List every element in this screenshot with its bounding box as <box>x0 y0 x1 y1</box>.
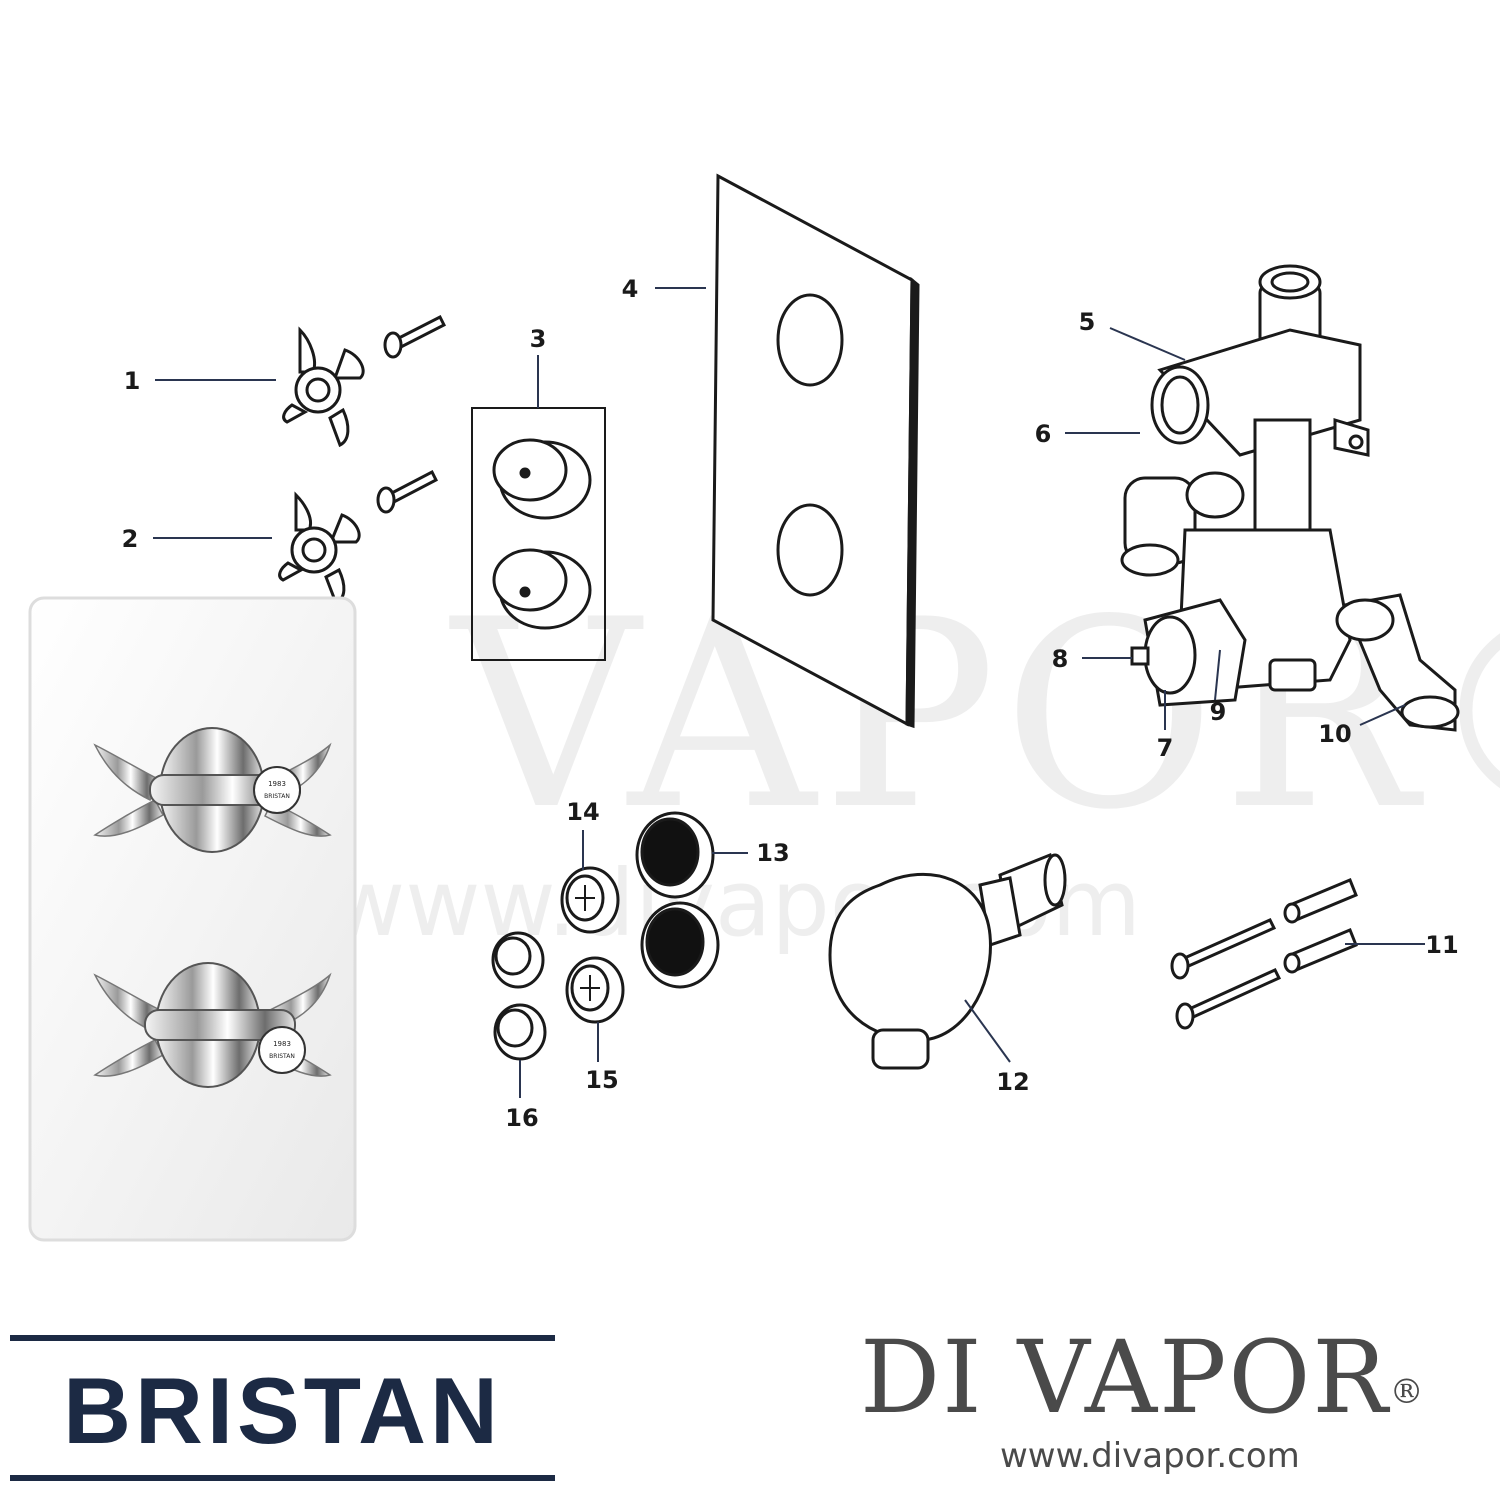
assembled-handle-lower: 1983 BRISTAN <box>93 962 332 1088</box>
part-label-16: 16 <box>505 1104 538 1132</box>
seal-13-top <box>635 811 715 899</box>
cap-bottom <box>492 548 592 630</box>
divapor-name: DI VAPOR® <box>860 1319 1426 1436</box>
thermostatic-valve-body <box>1120 264 1460 732</box>
bristan-logo: BRISTAN <box>10 1335 555 1485</box>
part-label-11: 11 <box>1425 931 1458 959</box>
part-label-4: 4 <box>622 275 639 303</box>
cap-text-brand-upper: BRISTAN <box>264 793 290 800</box>
cross-handle-top <box>282 326 365 448</box>
assembled-product-plate: 1983 BRISTAN 1983 BRISTAN <box>28 596 357 1242</box>
part-label-3: 3 <box>530 325 547 353</box>
fixing-screws-and-wall-plugs <box>1170 878 1358 1030</box>
cross-handle-bottom <box>278 491 361 606</box>
part-label-5: 5 <box>1079 308 1096 336</box>
divapor-url: www.divapor.com <box>1000 1436 1300 1476</box>
seal-13-bottom <box>640 901 720 989</box>
leader-lines <box>153 287 1425 1098</box>
part-label-13: 13 <box>756 839 789 867</box>
wall-outlet-elbow <box>828 852 1067 1070</box>
ring-16-top <box>491 931 545 989</box>
brand-name: BRISTAN <box>63 1358 502 1463</box>
part-label-15: 15 <box>585 1066 618 1094</box>
part-label-12: 12 <box>996 1068 1029 1096</box>
screw-bottom <box>376 469 439 514</box>
brand-rule-top <box>10 1335 555 1341</box>
concealed-backplate <box>711 173 920 729</box>
cap-text-year-upper: 1983 <box>268 780 286 788</box>
registered-mark: ® <box>1389 1372 1426 1412</box>
part-label-8: 8 <box>1052 645 1069 673</box>
cap-text-brand-lower: BRISTAN <box>269 1053 295 1060</box>
brand-rule-bottom <box>10 1475 555 1481</box>
part-label-10: 10 <box>1318 720 1351 748</box>
part-label-7: 7 <box>1157 734 1174 762</box>
cap-top <box>492 438 592 520</box>
filter-14 <box>560 866 620 934</box>
part-label-2: 2 <box>122 525 139 553</box>
part-label-14: 14 <box>566 798 599 826</box>
part-label-1: 1 <box>124 367 141 395</box>
part-label-6: 6 <box>1035 420 1052 448</box>
part-label-9: 9 <box>1210 698 1227 726</box>
cap-text-year-lower: 1983 <box>273 1040 291 1048</box>
ring-16-bottom <box>493 1003 547 1061</box>
filter-15 <box>565 956 625 1024</box>
screw-top <box>383 314 447 359</box>
assembled-handle-upper: 1983 BRISTAN <box>93 727 332 853</box>
divapor-logo: DI VAPOR® www.divapor.com <box>860 1318 1500 1498</box>
